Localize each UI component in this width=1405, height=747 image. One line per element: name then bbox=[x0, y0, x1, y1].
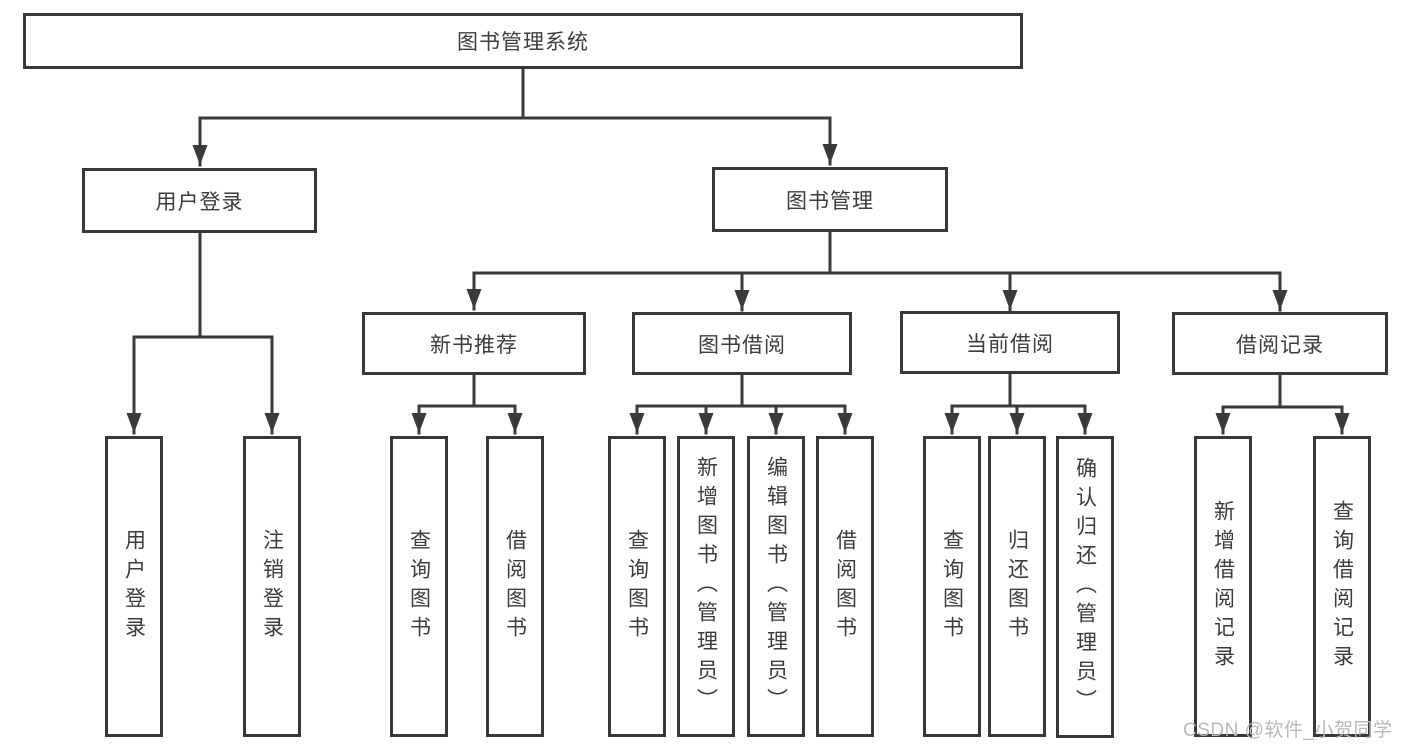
node-edit-book-admin: 编辑图书（管理员） bbox=[747, 436, 805, 737]
connector-bookmgmt-to-level2 bbox=[466, 230, 1288, 312]
node-confirm-return-admin: 确认归还（管理员） bbox=[1056, 436, 1114, 738]
node-logout-label: 注销登录 bbox=[260, 528, 284, 645]
node-user-login-leaf-label: 用户登录 bbox=[122, 528, 146, 645]
node-borrow-books-leaf-label: 借阅图书 bbox=[833, 528, 857, 645]
connector-userlogin-children bbox=[126, 231, 280, 435]
node-return-books-label: 归还图书 bbox=[1005, 528, 1029, 645]
node-query-books-borrowing-label: 查询图书 bbox=[625, 528, 649, 645]
node-current-borrowing-label: 当前借阅 bbox=[966, 332, 1054, 356]
node-add-borrow-record: 新增借阅记录 bbox=[1194, 436, 1252, 737]
node-book-borrowing-label: 图书借阅 bbox=[698, 333, 786, 357]
connector-borrowrecords-children bbox=[1215, 373, 1350, 435]
connector-currentborrow-children bbox=[944, 372, 1093, 435]
node-add-book-admin: 新增图书（管理员） bbox=[677, 436, 735, 737]
node-query-borrow-record-label: 查询借阅记录 bbox=[1330, 499, 1354, 674]
node-library-system: 图书管理系统 bbox=[23, 13, 1023, 69]
node-book-management: 图书管理 bbox=[712, 167, 948, 232]
node-library-system-label: 图书管理系统 bbox=[457, 31, 589, 54]
node-new-book-recommend-label: 新书推荐 bbox=[430, 333, 518, 357]
node-add-borrow-record-label: 新增借阅记录 bbox=[1211, 499, 1235, 674]
node-query-books-borrowing: 查询图书 bbox=[608, 436, 666, 737]
node-user-login-leaf: 用户登录 bbox=[105, 436, 163, 737]
node-query-books-recommend-label: 查询图书 bbox=[407, 528, 431, 645]
node-borrow-books-recommend-label: 借阅图书 bbox=[503, 528, 527, 645]
node-edit-book-admin-label: 编辑图书（管理员） bbox=[764, 456, 788, 717]
node-book-borrowing: 图书借阅 bbox=[632, 312, 852, 375]
node-book-management-label: 图书管理 bbox=[786, 189, 874, 213]
node-borrow-books-leaf: 借阅图书 bbox=[816, 436, 874, 737]
node-user-login-branch: 用户登录 bbox=[82, 168, 317, 233]
node-query-books-current: 查询图书 bbox=[923, 436, 981, 737]
node-query-borrow-record: 查询借阅记录 bbox=[1313, 436, 1371, 737]
node-borrowing-records: 借阅记录 bbox=[1172, 312, 1388, 375]
node-confirm-return-admin-label: 确认归还（管理员） bbox=[1073, 456, 1097, 718]
node-borrow-books-recommend: 借阅图书 bbox=[486, 436, 544, 737]
connector-bookborrow-children bbox=[629, 373, 853, 435]
csdn-watermark: CSDN @软件_小贺同学 bbox=[1183, 720, 1393, 741]
node-logout: 注销登录 bbox=[243, 436, 301, 737]
node-query-books-current-label: 查询图书 bbox=[940, 528, 964, 645]
node-user-login-branch-label: 用户登录 bbox=[155, 190, 244, 214]
node-query-books-recommend: 查询图书 bbox=[390, 436, 448, 737]
node-add-book-admin-label: 新增图书（管理员） bbox=[694, 456, 718, 717]
node-new-book-recommend: 新书推荐 bbox=[362, 312, 586, 375]
connector-newbook-children bbox=[411, 373, 523, 435]
node-return-books: 归还图书 bbox=[988, 436, 1046, 737]
connector-root-to-level1 bbox=[192, 67, 838, 167]
node-current-borrowing: 当前借阅 bbox=[900, 311, 1120, 374]
node-borrowing-records-label: 借阅记录 bbox=[1236, 333, 1324, 357]
